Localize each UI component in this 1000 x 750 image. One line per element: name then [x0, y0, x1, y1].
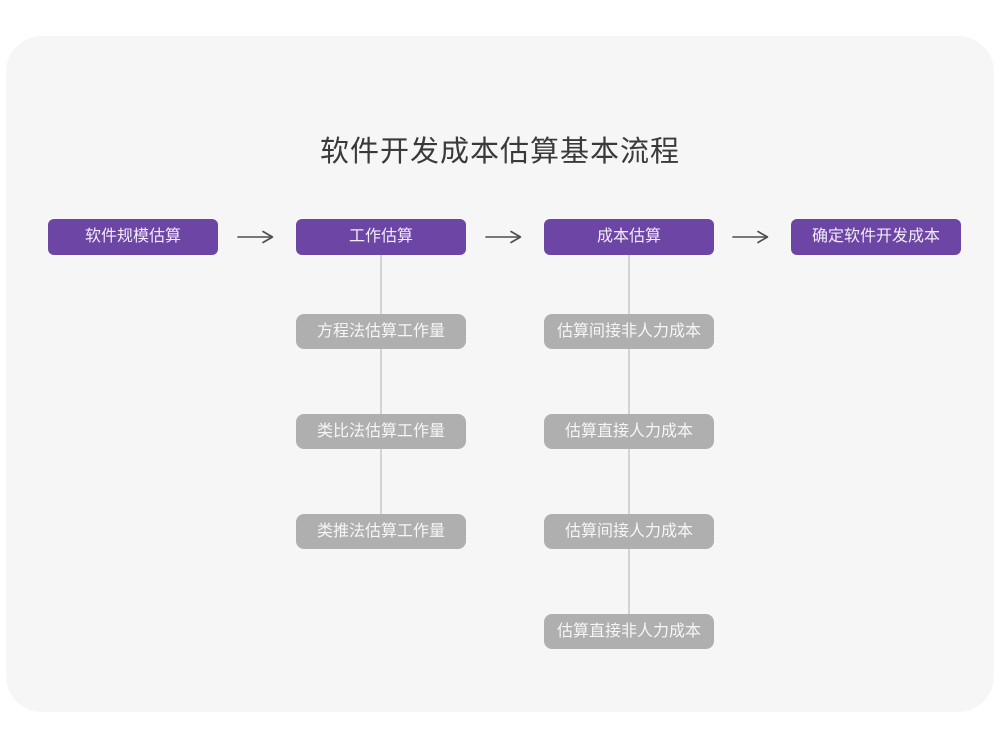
right-arrow-icon: [732, 230, 769, 244]
cost-step-direct-non-labor: 估算直接非人力成本: [544, 614, 714, 649]
cost-step-indirect-labor: 估算间接人力成本: [544, 514, 714, 549]
flow-node-determine-development-cost: 确定软件开发成本: [791, 219, 961, 255]
flow-node-work-estimation: 工作估算: [296, 219, 466, 255]
diagram-title: 软件开发成本估算基本流程: [319, 136, 680, 168]
flow-node-cost-estimation: 成本估算: [544, 219, 714, 255]
work-step-analogy-method: 类比法估算工作量: [296, 414, 466, 449]
cost-step-direct-labor: 估算直接人力成本: [544, 414, 714, 449]
flow-node-software-scale-estimation: 软件规模估算: [48, 219, 218, 255]
work-step-extrapolation-method: 类推法估算工作量: [296, 514, 466, 549]
right-arrow-icon: [485, 230, 522, 244]
right-arrow-icon: [237, 230, 274, 244]
diagram-card: 软件开发成本估算基本流程 软件规模估算 工作估算 成本估算 确定软件开发成本 方…: [6, 36, 994, 712]
work-steps-connector-line: [380, 255, 382, 521]
cost-step-indirect-non-labor: 估算间接非人力成本: [544, 314, 714, 349]
work-step-equation-method: 方程法估算工作量: [296, 314, 466, 349]
